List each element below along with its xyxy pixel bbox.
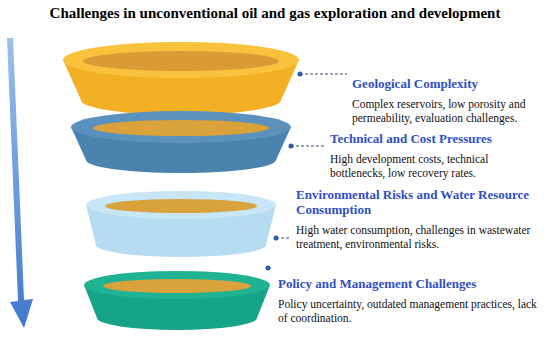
challenge-block: Technical and Cost PressuresHigh develop…: [330, 131, 544, 180]
challenge-description: Complex reservoirs, low porosity and per…: [352, 97, 544, 125]
disc-top: [71, 111, 291, 143]
disc-inner: [103, 279, 251, 293]
challenge-block: Geological ComplexityComplex reservoirs,…: [352, 76, 544, 125]
challenge-description: High water consumption, challenges in wa…: [296, 223, 546, 251]
challenge-heading: Geological Complexity: [352, 76, 544, 91]
leader-dot: [266, 266, 271, 271]
challenge-heading: Policy and Management Challenges: [278, 276, 540, 291]
challenge-description: High development costs, technical bottle…: [330, 152, 544, 180]
leader-dot: [289, 144, 294, 149]
disc-inner: [83, 51, 279, 71]
challenge-block: Environmental Risks and Water Resource C…: [296, 187, 546, 251]
challenge-heading: Technical and Cost Pressures: [330, 131, 544, 146]
challenge-block: Policy and Management ChallengesPolicy u…: [278, 276, 540, 325]
challenge-description: Policy uncertainty, outdated management …: [278, 297, 540, 325]
disc-top: [86, 191, 276, 219]
leader-line: [291, 146, 325, 147]
disc-top: [84, 271, 270, 299]
challenge-heading: Environmental Risks and Water Resource C…: [296, 187, 546, 217]
leader-dot: [274, 236, 279, 241]
leader-line: [300, 74, 347, 75]
leader-dot: [298, 72, 303, 77]
disc-top: [63, 42, 299, 78]
flow-arrow: [7, 38, 33, 328]
disc-inner: [93, 120, 269, 136]
diagram-title: Challenges in unconventional oil and gas…: [0, 5, 550, 22]
disc-inner: [105, 199, 257, 213]
